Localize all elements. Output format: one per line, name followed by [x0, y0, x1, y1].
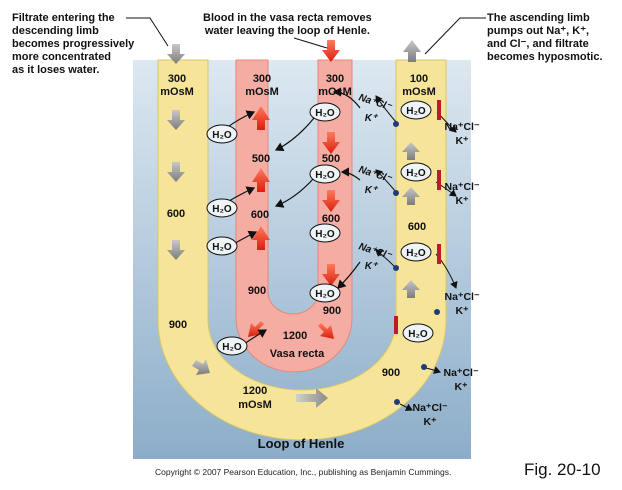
- loop-of-henle-label: Loop of Henle: [258, 436, 345, 451]
- desc-600: 600: [167, 208, 185, 220]
- vr-left-900: 900: [248, 285, 266, 297]
- diagram-label: H₂O: [406, 106, 426, 117]
- h2o-bubble: H₂O: [402, 323, 434, 343]
- diagram-label: K⁺: [455, 135, 469, 147]
- filtrate-caption: Filtrate entering the descending limb be…: [12, 12, 135, 76]
- descending-flow-arrows: [167, 44, 328, 408]
- diagram-label: H₂O: [222, 342, 242, 353]
- bottom-1200: 1200: [243, 385, 267, 397]
- vasa-recta-caption: Blood in the vasa recta removes water le…: [203, 12, 372, 37]
- diagram-label: H₂O: [408, 329, 428, 340]
- diagram-label: H₂O: [315, 170, 335, 181]
- asc-mosm: mOsM: [402, 86, 436, 98]
- diagram-label: Na⁺Cl⁻: [412, 402, 447, 414]
- diagram-label: H₂O: [315, 289, 335, 300]
- diagram-label: H₂O: [212, 130, 232, 141]
- h2o-bubble: H₂O: [400, 242, 432, 262]
- diagram-label: K⁺: [423, 416, 437, 428]
- osmolarity-labels: 300 mOsM 600 900 1200 mOsM 300 mOsM 500 …: [160, 73, 436, 411]
- diagram-label: K⁺: [365, 113, 379, 124]
- diagram-label: H₂O: [406, 168, 426, 179]
- copyright-notice: Copyright © 2007 Pearson Education, Inc.…: [155, 467, 452, 477]
- h2o-bubble: H₂O: [309, 283, 341, 303]
- h2o-bubble: H₂O: [216, 336, 248, 356]
- bottom-mosm: mOsM: [238, 399, 272, 411]
- vr-left-300: 300: [253, 73, 271, 85]
- vr-left-mosm: mOsM: [245, 86, 279, 98]
- ascending-flow-arrows: [402, 40, 421, 298]
- diagram-label: Na⁺Cl⁻: [444, 121, 479, 133]
- desc-900: 900: [169, 319, 187, 331]
- diagram-label: K⁺: [365, 261, 379, 272]
- asc-600: 600: [408, 221, 426, 233]
- figure-number: Fig. 20-10: [524, 460, 601, 479]
- asc-100: 100: [410, 73, 428, 85]
- desc-300: 300: [168, 73, 186, 85]
- vr-right-600: 600: [322, 213, 340, 225]
- diagram-label: K⁺: [455, 195, 469, 207]
- ion-labels: Na⁺Cl⁻ K⁺ Na⁺Cl⁻ K⁺ Na⁺Cl⁻ K⁺ Na⁺Cl⁻ K⁺ …: [357, 92, 480, 428]
- vr-left-600: 600: [251, 209, 269, 221]
- h2o-bubble: H₂O: [309, 164, 341, 184]
- vr-right-900: 900: [323, 305, 341, 317]
- diagram-label: H₂O: [212, 204, 232, 215]
- vr-left-500: 500: [252, 153, 270, 165]
- h2o-bubble: H₂O: [206, 124, 238, 144]
- diagram-label: Na⁺Cl⁻: [444, 181, 479, 193]
- loop-of-henle-tubule: [157, 59, 447, 441]
- h2o-bubble: H₂O: [400, 162, 432, 182]
- diagram-label: K⁺: [455, 305, 469, 317]
- h2o-bubble: H₂O: [309, 102, 341, 122]
- h2o-bubbles: H₂O H₂O H₂O H₂O H₂O H₂O H₂O H₂O H₂O H₂O …: [206, 100, 434, 356]
- vr-right-500: 500: [322, 153, 340, 165]
- ascending-caption: The ascending limb pumps out Na⁺, K⁺, an…: [487, 12, 603, 63]
- diagram-label: Na⁺Cl⁻: [444, 291, 479, 303]
- diagram-label: K⁺: [365, 185, 379, 196]
- diagram-label: K⁺: [454, 381, 468, 393]
- diagram-label: H₂O: [406, 248, 426, 259]
- h2o-bubble: H₂O: [206, 198, 238, 218]
- vasa-recta-flow-arrows: [248, 40, 340, 339]
- caption-leaders: [126, 17, 486, 55]
- vr-right-mosm: mOsM: [318, 86, 352, 98]
- h2o-bubble: H₂O: [400, 100, 432, 120]
- asc-900: 900: [382, 367, 400, 379]
- diagram-label: Na⁺Cl⁻: [443, 367, 478, 379]
- h2o-bubble: H₂O: [206, 236, 238, 256]
- diagram-label: H₂O: [212, 242, 232, 253]
- desc-mosm: mOsM: [160, 86, 194, 98]
- vr-1200: 1200: [283, 330, 307, 342]
- diagram-label: H₂O: [315, 229, 335, 240]
- vr-right-300: 300: [326, 73, 344, 85]
- diagram-label: H₂O: [315, 108, 335, 119]
- ion-pumps: [393, 100, 441, 405]
- h2o-bubble: H₂O: [309, 223, 341, 243]
- vasa-recta-label: Vasa recta: [270, 348, 325, 360]
